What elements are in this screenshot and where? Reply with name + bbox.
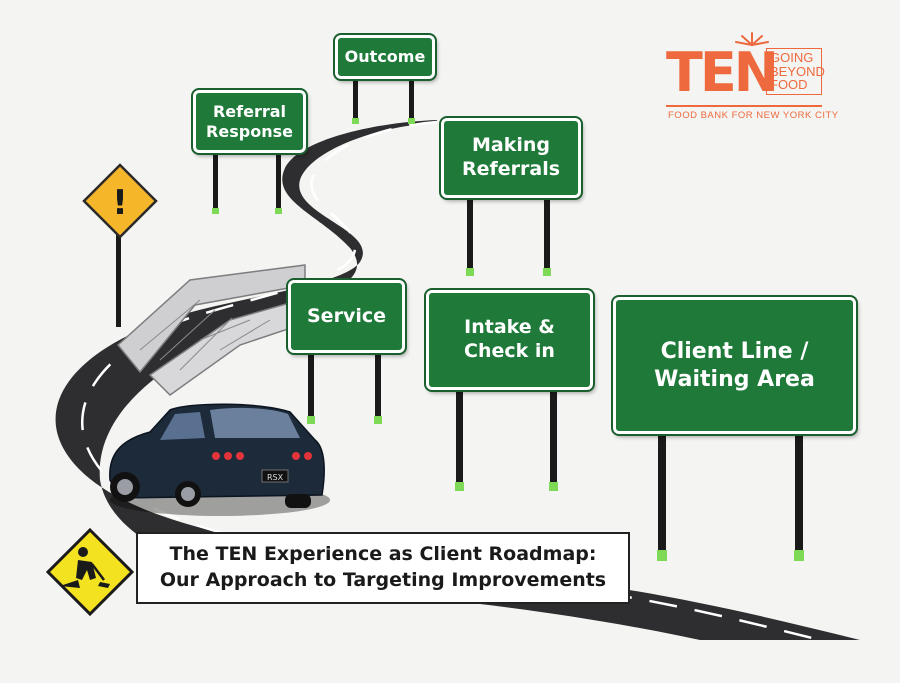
- sign-label: Referral Response: [206, 101, 293, 141]
- logo-wordmark: TEN: [666, 41, 779, 104]
- post-foot: [275, 208, 282, 214]
- sign-referral-response: Referral Response: [191, 88, 308, 155]
- sign-label: Making Referrals: [461, 134, 561, 180]
- sign-label: Service: [307, 304, 386, 327]
- post-foot: [657, 550, 667, 561]
- sign-label: Client Line / Waiting Area: [654, 339, 815, 392]
- car: RSX: [109, 403, 330, 516]
- caption-line-1: The TEN Experience as Client Roadmap:: [169, 543, 597, 566]
- car-badge: RSX: [267, 473, 284, 482]
- sign-posts: [116, 80, 804, 561]
- post-foot: [794, 550, 804, 561]
- wheel-rim: [181, 487, 195, 501]
- post: [658, 434, 666, 560]
- logo-subtitle: FOOD BANK FOR NEW YORK CITY: [668, 110, 839, 121]
- sign-label: Outcome: [344, 47, 426, 66]
- logo-tagline-line: BEYOND: [770, 63, 825, 79]
- tail-light: [236, 452, 244, 460]
- worker-digging-icon: [60, 547, 110, 588]
- license-plate: [261, 469, 289, 483]
- tail-light: [224, 452, 232, 460]
- post: [795, 434, 803, 560]
- logo-tagline-line: FOOD: [770, 77, 808, 93]
- construction-sign: [45, 527, 135, 617]
- logo-tagline: GOING BEYOND FOOD: [766, 48, 825, 95]
- sign-client-line-waiting-area: Client Line / Waiting Area: [611, 295, 858, 436]
- tail-light: [212, 452, 220, 460]
- tail-light: [292, 452, 300, 460]
- logo-burst-icon: [735, 32, 769, 46]
- post-foot: [549, 482, 558, 491]
- car-rear-window: [210, 407, 300, 438]
- post-foot: [466, 268, 474, 276]
- post: [353, 80, 358, 124]
- post: [409, 80, 414, 124]
- post: [456, 390, 463, 490]
- post-foot: [307, 416, 315, 424]
- caption-line-2: Our Approach to Targeting Improvements: [159, 569, 607, 591]
- ten-logo: TEN GOING BEYOND FOOD FOOD BANK FOR NEW …: [666, 32, 838, 134]
- caption-box: The TEN Experience as Client Roadmap: Ou…: [136, 532, 630, 604]
- post: [467, 198, 473, 276]
- post-foot: [543, 268, 551, 276]
- warning-sign: !: [82, 163, 158, 239]
- post: [213, 152, 218, 214]
- sign-service: Service: [286, 278, 407, 355]
- post-foot: [352, 118, 359, 124]
- post-foot: [212, 208, 219, 214]
- post-foot: [408, 118, 415, 124]
- sign-label: Intake & Check in: [464, 316, 555, 362]
- bridge-rails: [139, 299, 271, 371]
- tail-light: [304, 452, 312, 460]
- post: [544, 198, 550, 276]
- warning-diamond: [82, 163, 158, 239]
- car-window: [160, 412, 205, 440]
- post-foot: [374, 416, 382, 424]
- post: [276, 152, 281, 214]
- bridge: [116, 264, 306, 396]
- sign-making-referrals: Making Referrals: [439, 116, 583, 200]
- rear-wheel: [285, 494, 311, 508]
- post-foot: [455, 482, 464, 491]
- post: [308, 352, 314, 424]
- warning-exclamation-icon: !: [112, 183, 128, 223]
- sign-outcome: Outcome: [333, 33, 437, 81]
- post: [375, 352, 381, 424]
- sign-intake-check-in: Intake & Check in: [424, 288, 595, 392]
- logo-divider: [666, 105, 822, 107]
- post: [116, 225, 121, 327]
- post: [550, 390, 557, 490]
- logo-tagline-line: GOING: [770, 50, 814, 65]
- wheel-rim: [117, 479, 133, 495]
